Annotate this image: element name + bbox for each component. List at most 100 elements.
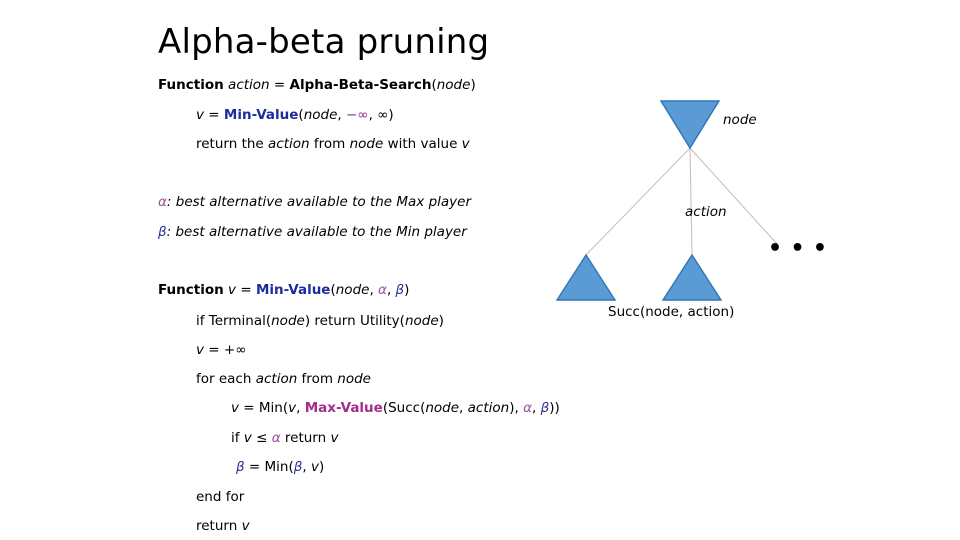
edge-root-child2 <box>689 147 693 256</box>
comma: , <box>369 282 379 298</box>
label-node: node <box>723 112 757 128</box>
fn-min: Min( <box>258 400 289 416</box>
paren-close: ) <box>318 459 325 475</box>
code-line-if-v-leq-alpha: if v ≤ α return v <box>231 430 338 446</box>
symbol-alpha: α <box>271 430 281 446</box>
symbol-alpha: α <box>378 282 387 298</box>
arg-node: node <box>303 107 338 123</box>
tree-connectors <box>585 147 779 256</box>
var-v: v <box>310 459 319 475</box>
definition-beta: β: best alternative available to the Min… <box>158 224 467 240</box>
var-action: action <box>467 400 510 416</box>
operator-eq: = <box>239 400 259 416</box>
child-node-triangle-2[interactable] <box>661 253 723 301</box>
keyword-function: Function <box>158 77 224 93</box>
edge-root-ellipsis <box>689 147 779 246</box>
fn-min: Min( <box>264 459 294 475</box>
text-return-the: return the <box>196 136 269 152</box>
code-line-v-minvalue: v = Min-Value(node, −∞, ∞) <box>196 107 394 123</box>
paren-close: ) <box>438 313 444 329</box>
text-from: from <box>309 136 350 152</box>
operator-eq: = <box>273 77 286 93</box>
colon: : <box>166 224 176 240</box>
code-line-beta-min: β = Min(β, v) <box>236 459 324 475</box>
var-v: v <box>243 430 252 446</box>
operator-eq: = <box>204 342 224 358</box>
root-node-triangle[interactable] <box>659 100 721 150</box>
text-return-utility: ) return Utility( <box>304 313 405 329</box>
code-line-for-each-action: for each action from node <box>196 371 371 387</box>
fn-alpha-beta-search: Alpha-Beta-Search <box>289 77 432 93</box>
code-line-return-action: return the action from node with value v <box>196 136 470 152</box>
paren-close: ) <box>470 77 476 93</box>
label-action: action <box>685 204 727 220</box>
child-node-triangle-1[interactable] <box>555 253 617 301</box>
var-action: action <box>255 371 298 387</box>
var-v: v <box>196 342 204 358</box>
paren-close: ) <box>404 282 410 298</box>
text-succ-open: (Succ( <box>382 400 426 416</box>
var-v: v <box>196 107 204 123</box>
value-negative-infinity: −∞ <box>346 107 369 123</box>
ellipsis-icon: • • • <box>768 236 829 261</box>
comma: , <box>296 400 305 416</box>
comma: , <box>386 282 396 298</box>
definition-alpha-text: best alternative available to the Max pl… <box>175 194 472 210</box>
operator-leq: ≤ <box>251 430 272 446</box>
symbol-beta: β <box>236 459 245 475</box>
code-line-if-terminal: if Terminal(node) return Utility(node) <box>196 313 444 329</box>
value-infinity: ∞ <box>377 107 389 123</box>
comma: , <box>302 459 311 475</box>
definition-beta-text: best alternative available to the Min pl… <box>175 224 467 240</box>
comma: , <box>337 107 342 123</box>
arg-node: node <box>335 282 370 298</box>
keyword-if: if <box>231 430 244 446</box>
symbol-beta: β <box>158 224 167 240</box>
text-if-terminal: if Terminal( <box>196 313 272 329</box>
symbol-beta: β <box>293 459 303 475</box>
paren-open: ( <box>330 282 336 298</box>
symbol-alpha: α <box>523 400 532 416</box>
symbol-alpha: α <box>158 194 167 210</box>
var-v: v <box>231 400 239 416</box>
var-v: v <box>228 282 237 298</box>
var-v: v <box>241 518 250 534</box>
code-line-return-v: return v <box>196 518 250 534</box>
var-node: node <box>337 371 371 387</box>
keyword-return: return <box>196 518 242 534</box>
symbol-beta: β <box>395 282 405 298</box>
code-line-function-alphabeta: Function action = Alpha-Beta-Search(node… <box>158 77 476 93</box>
comma: , <box>368 107 373 123</box>
game-tree-diagram: node action Succ(node, action) • • • <box>540 95 960 340</box>
symbol-beta: β <box>540 400 550 416</box>
keyword-for-each: for each <box>196 371 256 387</box>
operator-eq: = <box>244 459 265 475</box>
text-close-comma: ), <box>509 400 524 416</box>
keyword-return: return <box>280 430 331 446</box>
paren-close: ) <box>388 107 394 123</box>
comma: , <box>459 400 468 416</box>
page-title: Alpha-beta pruning <box>158 22 490 62</box>
code-line-v-min-maxvalue: v = Min(v, Max-Value(Succ(node, action),… <box>231 400 560 416</box>
colon: : <box>166 194 176 210</box>
var-node: node <box>425 400 460 416</box>
var-node: node <box>404 313 439 329</box>
var-node: node <box>349 136 384 152</box>
value-plus-infinity: +∞ <box>223 342 247 358</box>
operator-eq: = <box>240 282 252 298</box>
comma: , <box>531 400 541 416</box>
var-action: action <box>268 136 310 152</box>
game-tree-svg <box>555 100 779 301</box>
paren-open: ( <box>431 77 437 93</box>
code-line-end-for: end for <box>196 489 245 505</box>
var-v: v <box>330 430 339 446</box>
arg-node: node <box>436 77 471 93</box>
fn-max-value: Max-Value <box>304 400 383 416</box>
fn-min-value: Min-Value <box>223 107 299 123</box>
code-line-function-minvalue: Function v = Min-Value(node, α, β) <box>158 282 409 298</box>
var-node: node <box>271 313 305 329</box>
definition-alpha: α: best alternative available to the Max… <box>158 194 471 210</box>
code-line-v-plus-infinity: v = +∞ <box>196 342 246 358</box>
paren-open: ( <box>298 107 304 123</box>
